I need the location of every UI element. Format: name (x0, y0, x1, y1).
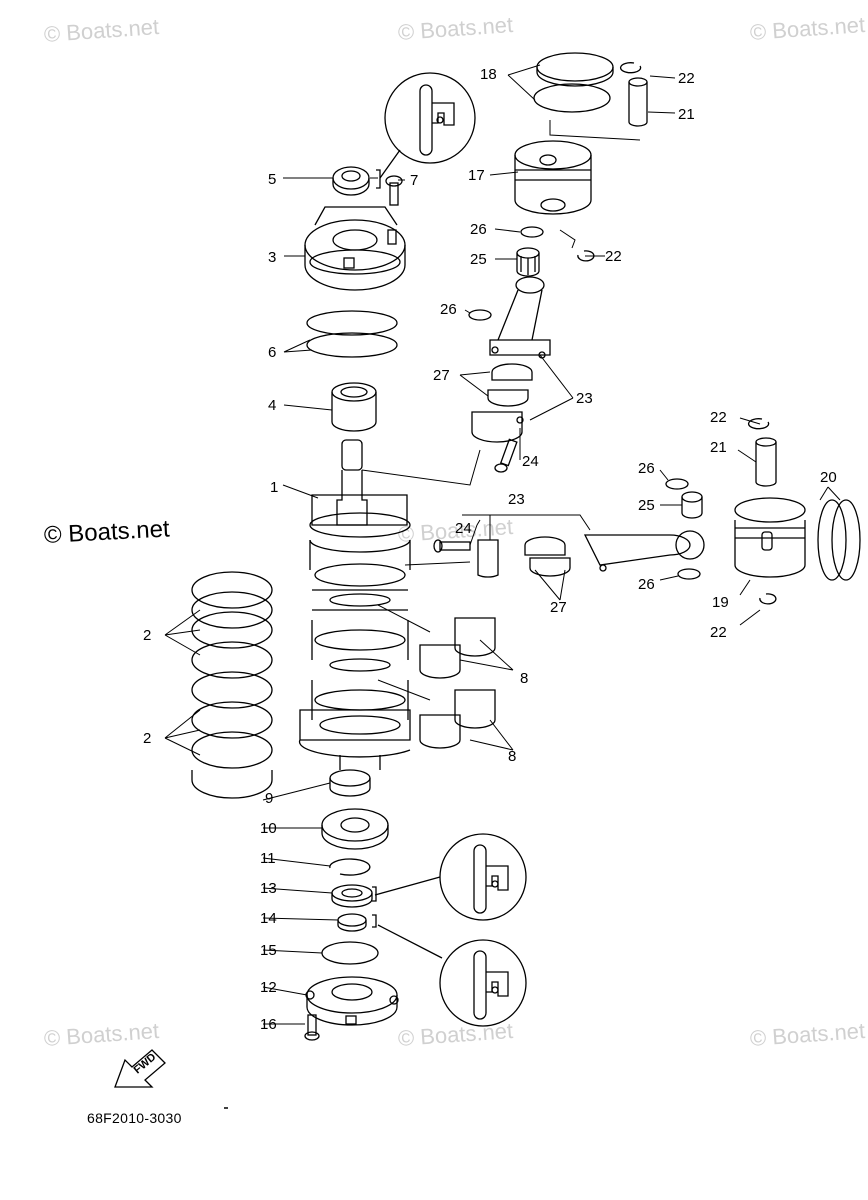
crankshaft-part (298, 439, 411, 770)
lower-housing-12 (305, 976, 399, 1026)
callout-label: 26 (440, 301, 457, 318)
callout-label: 1 (270, 479, 278, 496)
callout-label: 15 (260, 942, 277, 959)
callout-label: 18 (480, 66, 497, 83)
callout-label: 23 (508, 491, 525, 508)
needle-bearing-part (331, 382, 377, 432)
callout-label: 22 (605, 248, 622, 265)
callout-label: 2 (143, 730, 151, 747)
callout-label: 19 (712, 594, 729, 611)
detail-circle-lower1 (374, 833, 527, 921)
callout-label: 3 (268, 249, 276, 266)
callout-label: 26 (638, 460, 655, 477)
fwd-arrow-icon (114, 1049, 166, 1088)
callout-label: 20 (820, 469, 837, 486)
washer-26-d (677, 568, 701, 580)
callout-label: 10 (260, 820, 277, 837)
callout-label: 6 (268, 344, 276, 361)
callout-label: 12 (260, 979, 277, 996)
callout-label: 25 (470, 251, 487, 268)
washer-26-b (468, 309, 492, 321)
main-bearing-halves-upper (419, 617, 496, 679)
circlip-11 (329, 858, 371, 876)
callout-label: 26 (638, 576, 655, 593)
piston-17 (514, 140, 592, 215)
piston-ring-stack (191, 571, 273, 799)
callout-label: 16 (260, 1016, 277, 1033)
lower-oil-seal-9 (329, 769, 371, 797)
callout-label: 27 (433, 367, 450, 384)
circlip-22-c (748, 418, 770, 430)
connecting-rod-lower (583, 530, 705, 572)
detail-circle-top (379, 72, 476, 179)
rod-cap-lower (477, 539, 499, 578)
callout-label: 22 (710, 624, 727, 641)
upper-bearing-housing (304, 206, 406, 291)
callout-label: 27 (550, 599, 567, 616)
callout-label: 21 (710, 439, 727, 456)
callout-label: 7 (410, 172, 418, 189)
piston-rings-20 (817, 499, 861, 581)
callout-label: 5 (268, 171, 276, 188)
piston-pin-21-right (755, 437, 777, 487)
detail-circle-lower2 (377, 924, 527, 1027)
callout-label: 2 (143, 627, 151, 644)
callout-label: 14 (260, 910, 277, 927)
callout-labels: 1 2 2 3 4 5 6 7 8 8 9 10 11 12 13 14 15 … (143, 66, 837, 1033)
callout-label: 26 (470, 221, 487, 238)
ball-bearing-10 (321, 808, 389, 850)
rod-bearing-27-a (487, 363, 533, 407)
circlip-22-b (577, 250, 595, 262)
oil-seal-13 (331, 884, 377, 908)
callout-label: 25 (638, 497, 655, 514)
callout-label: 13 (260, 880, 277, 897)
bolt-part (385, 175, 403, 206)
callout-label: 8 (520, 670, 528, 687)
bolt-24-a (494, 438, 518, 473)
o-ring-15 (321, 941, 379, 965)
callout-label: 9 (265, 790, 273, 807)
callout-label: 4 (268, 397, 276, 414)
rod-cap-upper (471, 411, 524, 443)
washer-26-c (665, 478, 689, 490)
callout-label: 24 (455, 520, 472, 537)
piston-19 (734, 497, 806, 578)
main-bearing-halves-lower (419, 689, 496, 749)
leader-lines (164, 64, 841, 1025)
callout-label: 22 (710, 409, 727, 426)
rod-bearing-27-b (524, 536, 571, 577)
circlip-22-d (759, 593, 777, 605)
seal-rings-part (306, 310, 398, 358)
callout-label: 24 (522, 453, 539, 470)
callout-label: 22 (678, 70, 695, 87)
needle-bearing-25-b (681, 491, 703, 519)
connecting-rod-upper (489, 276, 551, 359)
bolt-16 (304, 1014, 320, 1041)
bolt-24-b (433, 539, 471, 553)
callout-label: 8 (508, 748, 516, 765)
piston-pin-21-top (628, 77, 648, 127)
callout-label: 17 (468, 167, 485, 184)
diagram-code: 68F2010-3030 (87, 1110, 182, 1126)
oil-seal-part (332, 166, 381, 196)
washer-26-a (520, 226, 544, 238)
oil-seal-14 (337, 913, 377, 932)
circlip-22-top (620, 62, 642, 74)
needle-bearing-25-a (516, 247, 540, 277)
piston-rings-18 (533, 52, 614, 113)
callout-label: 21 (678, 106, 695, 123)
callout-label: 23 (576, 390, 593, 407)
callout-label: 11 (260, 850, 276, 867)
